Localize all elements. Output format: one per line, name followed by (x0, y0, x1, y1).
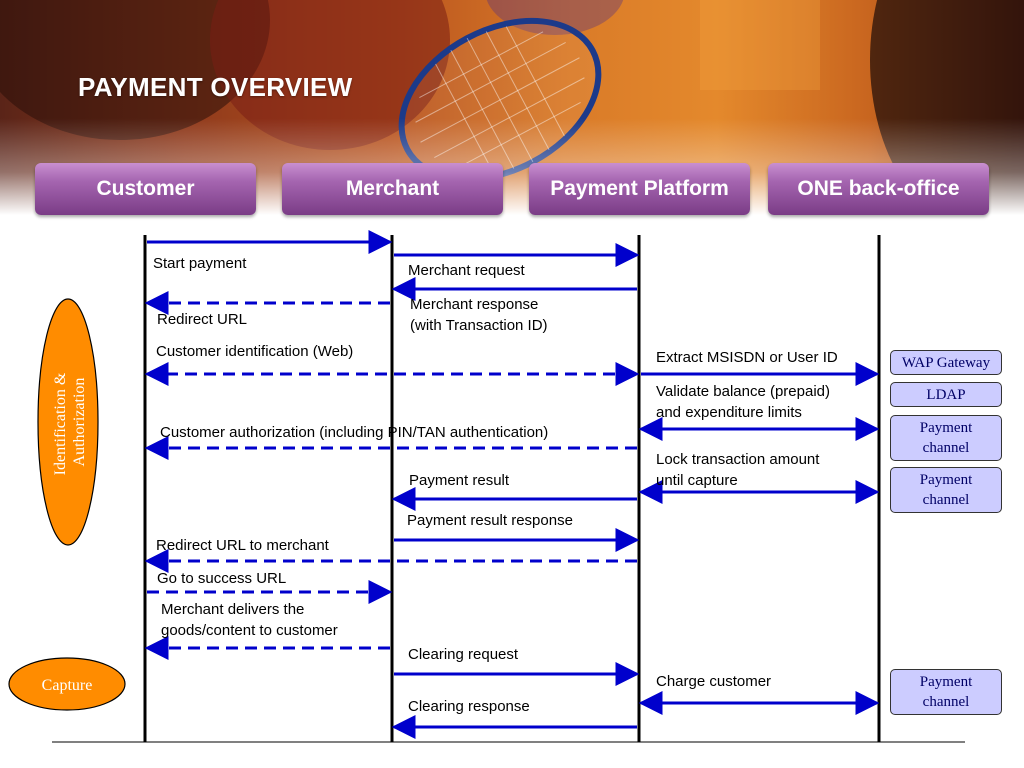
system-box-payment-channel-2: Payment channel (890, 467, 1002, 513)
message-label-merchant-request: Merchant request (408, 262, 525, 279)
phase-identification-label: Identification & Authorization (52, 369, 88, 476)
message-label-validate-balance-line1: Validate balance (prepaid) (656, 383, 831, 400)
message-label-merchant-delivers-line2: goods/content to customer (161, 622, 338, 639)
message-label-go-to-success-url: Go to success URL (157, 570, 287, 587)
message-label-lock-transaction-line1: Lock transaction amount (656, 451, 820, 468)
message-label-payment-result-response: Payment result response (407, 512, 573, 529)
message-label-validate-balance-line2: and expenditure limits (656, 404, 802, 421)
message-label-redirect-url-to-merchant: Redirect URL to merchant (156, 537, 329, 554)
system-box-ldap: LDAP (890, 382, 1002, 407)
actor-customer: Customer (35, 163, 256, 215)
phase-capture-oval (8, 657, 126, 711)
message-label-merchant-response-line2: (with Transaction ID) (410, 317, 548, 334)
actor-merchant: Merchant (282, 163, 503, 215)
page-title: PAYMENT OVERVIEW (78, 72, 353, 102)
message-label-extract-msisdn: Extract MSISDN or User ID (656, 349, 838, 366)
message-label-merchant-delivers-line1: Merchant delivers the (161, 601, 305, 618)
message-label-payment-result: Payment result (409, 472, 510, 489)
message-label-clearing-response: Clearing response (408, 698, 530, 715)
system-box-payment-channel-1: Payment channel (890, 415, 1002, 461)
system-box-wap-gateway: WAP Gateway (890, 350, 1002, 375)
message-label-customer-identification: Customer identification (Web) (156, 343, 354, 360)
message-label-start-payment: Start payment (153, 255, 247, 272)
message-label-customer-authorization: Customer authorization (including PIN/TA… (160, 424, 549, 441)
actor-one-back-office: ONE back-office (768, 163, 989, 215)
message-label-charge-customer: Charge customer (656, 673, 772, 690)
message-label-lock-transaction-line2: until capture (656, 472, 738, 489)
system-box-payment-channel-3: Payment channel (890, 669, 1002, 715)
message-label-merchant-response-line1: Merchant response (410, 296, 539, 313)
phase-identification-oval (37, 298, 99, 546)
message-label-redirect-url: Redirect URL (157, 311, 248, 328)
message-label-clearing-request: Clearing request (408, 646, 519, 663)
actor-payment-platform: Payment Platform (529, 163, 750, 215)
phase-capture-label: Capture (42, 677, 93, 694)
